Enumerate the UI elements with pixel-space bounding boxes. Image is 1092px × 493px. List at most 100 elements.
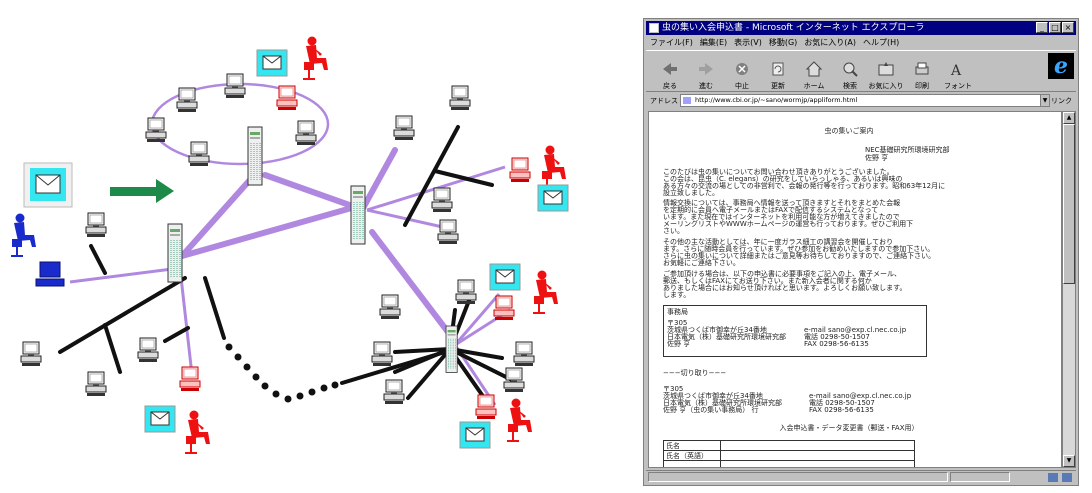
address-dropdown-icon[interactable]: ▼ — [1040, 94, 1050, 107]
form-label: 氏名 — [663, 440, 721, 451]
status-text-cell — [648, 472, 948, 482]
back-button[interactable]: 戻る — [652, 51, 688, 91]
pc-icon — [145, 117, 167, 143]
pc-red-icon — [509, 157, 531, 183]
scroll-up-icon[interactable]: ▲ — [1063, 112, 1075, 124]
pc-icon — [455, 279, 477, 305]
office-contact: FAX 0298-56-6135 — [804, 340, 869, 348]
mail-icon — [23, 162, 73, 208]
home-button[interactable]: ホーム — [796, 51, 832, 91]
doc-org: NEC基礎研究所環境研究部 — [865, 146, 950, 154]
address-input[interactable]: http://www.cbi.or.jp/~sano/wormjp/applif… — [680, 94, 1044, 107]
status-progress-cell — [950, 472, 1010, 482]
stop-button[interactable]: 中止 — [724, 51, 760, 91]
address-label: アドレス — [650, 97, 678, 105]
home-label: ホーム — [803, 82, 825, 90]
table-row: 氏名 — [663, 440, 915, 451]
form-field[interactable] — [720, 440, 915, 451]
menu-bar: ファイル(F) 編集(E) 表示(V) 移動(G) お気に入り(A) ヘルプ(H… — [646, 36, 1076, 49]
doc-heading: 虫の集いご案内 — [824, 127, 874, 135]
print-label: 印刷 — [915, 82, 929, 90]
favorites-icon — [878, 62, 894, 76]
toolbar: 戻る 進む 中止 更新 ホーム 検索 お気に入り 印刷 — [646, 50, 1076, 92]
person-blue-icon — [10, 212, 37, 257]
doc-author: 佐野 亨 — [865, 154, 889, 162]
para2-line: を定期的に会員へ電子メールまたはFAXで配信するシステムとなって — [663, 206, 879, 214]
menu-go[interactable]: 移動(G) — [768, 38, 798, 47]
search-icon — [843, 62, 858, 77]
pc-blue-icon — [35, 261, 65, 287]
server-icon — [445, 325, 458, 373]
para2-line: メーリングリストやWWWホームページの運営も行っております。ぜひご利用下 — [663, 220, 914, 228]
table-row: 氏名（英語） — [663, 450, 915, 461]
para2-line: います。また現在ではインターネットを利用可能な方が増えてきましたので — [663, 213, 900, 221]
pc-icon — [383, 379, 405, 405]
table-row — [663, 460, 915, 467]
para4-line: ご参加頂ける場合は、以下の申込書に必要事項をご記入の上、電子メール、 — [663, 270, 901, 278]
print-button[interactable]: 印刷 — [904, 51, 940, 91]
office-line: 佐野 亨 — [667, 340, 691, 348]
form-field[interactable] — [720, 460, 915, 467]
minimize-button[interactable]: _ — [1036, 22, 1048, 33]
forward-button[interactable]: 進む — [688, 51, 724, 91]
status-bar — [646, 470, 1076, 484]
mail-icon — [459, 421, 491, 449]
pc-red-icon — [493, 295, 515, 321]
font-button[interactable]: A フォント — [940, 51, 976, 91]
form-field[interactable] — [720, 450, 915, 461]
pc-red-icon — [276, 85, 298, 111]
cut-address-line: 〒305 — [663, 385, 684, 393]
security-icon — [1062, 473, 1072, 482]
vertical-scrollbar[interactable]: ▲ ▼ — [1062, 111, 1076, 468]
para1-line: ある方々の交流の場としての非営利で、会報の発行等を行っております。昭和63年12… — [663, 182, 946, 190]
pc-icon — [176, 87, 198, 113]
refresh-button[interactable]: 更新 — [760, 51, 796, 91]
forward-label: 進む — [699, 82, 713, 90]
menu-file[interactable]: ファイル(F) — [650, 38, 693, 47]
zone-icon — [1048, 473, 1058, 482]
cut-contact: e-mail sano@exp.cl.nec.co.jp — [809, 392, 912, 400]
office-line: 〒305 — [667, 319, 688, 327]
pc-icon — [188, 141, 210, 167]
cut-address-line: 佐野 亨（虫の集い事務局） 行 — [663, 406, 759, 414]
links-button[interactable]: リンク — [1051, 97, 1072, 105]
form-label: 氏名（英語） — [663, 450, 721, 461]
favorites-button[interactable]: お気に入り — [868, 51, 904, 91]
cut-contact: FAX 0298-56-6135 — [809, 406, 874, 414]
menu-favorites[interactable]: お気に入り(A) — [804, 38, 857, 47]
para1-line: このたびは虫の集いについてお問い合わせ頂きありがとうございました。 — [663, 168, 894, 176]
close-button[interactable]: × — [1062, 22, 1074, 33]
office-line: 茨城県つくば市御幸が丘34番地 — [667, 326, 767, 334]
forward-arrow-icon — [699, 63, 713, 75]
pc-red-icon — [475, 394, 497, 420]
pc-icon — [449, 85, 471, 111]
menu-help[interactable]: ヘルプ(H) — [863, 38, 900, 47]
stop-icon — [736, 63, 748, 75]
scroll-thumb[interactable] — [1063, 124, 1075, 284]
pc-icon — [371, 341, 393, 367]
mail-icon — [256, 49, 288, 77]
page-content: 虫の集いご案内 NEC基礎研究所環境研究部 佐野 亨 このたびは虫の集いについて… — [648, 111, 1062, 468]
menu-view[interactable]: 表示(V) — [734, 38, 762, 47]
office-title: 事務局 — [667, 308, 688, 316]
favorites-label: お気に入り — [868, 82, 904, 90]
office-contact: e-mail sano@exp.cl.nec.co.jp — [804, 326, 907, 334]
pc-icon — [379, 294, 401, 320]
mail-icon — [489, 263, 521, 291]
maximize-button[interactable]: □ — [1049, 22, 1061, 33]
cut-address-line: 日本電気（株）基礎研究所環境研究部 — [663, 399, 782, 407]
pc-icon — [224, 73, 246, 99]
search-button[interactable]: 検索 — [832, 51, 868, 91]
application-form-table: 氏名 氏名（英語） — [663, 440, 915, 467]
scroll-down-icon[interactable]: ▼ — [1063, 455, 1075, 467]
mail-icon — [144, 405, 176, 433]
pc-icon — [295, 120, 317, 146]
menu-edit[interactable]: 編集(E) — [699, 38, 728, 47]
person-red-icon — [540, 144, 567, 189]
backbone-links — [179, 147, 451, 335]
window-title: 虫の集い入会申込書 - Microsoft インターネット エクスプローラ — [662, 23, 925, 33]
server-icon — [247, 126, 263, 186]
search-label: 検索 — [843, 82, 857, 90]
person-red-icon — [506, 397, 533, 442]
server-icon — [350, 185, 366, 245]
